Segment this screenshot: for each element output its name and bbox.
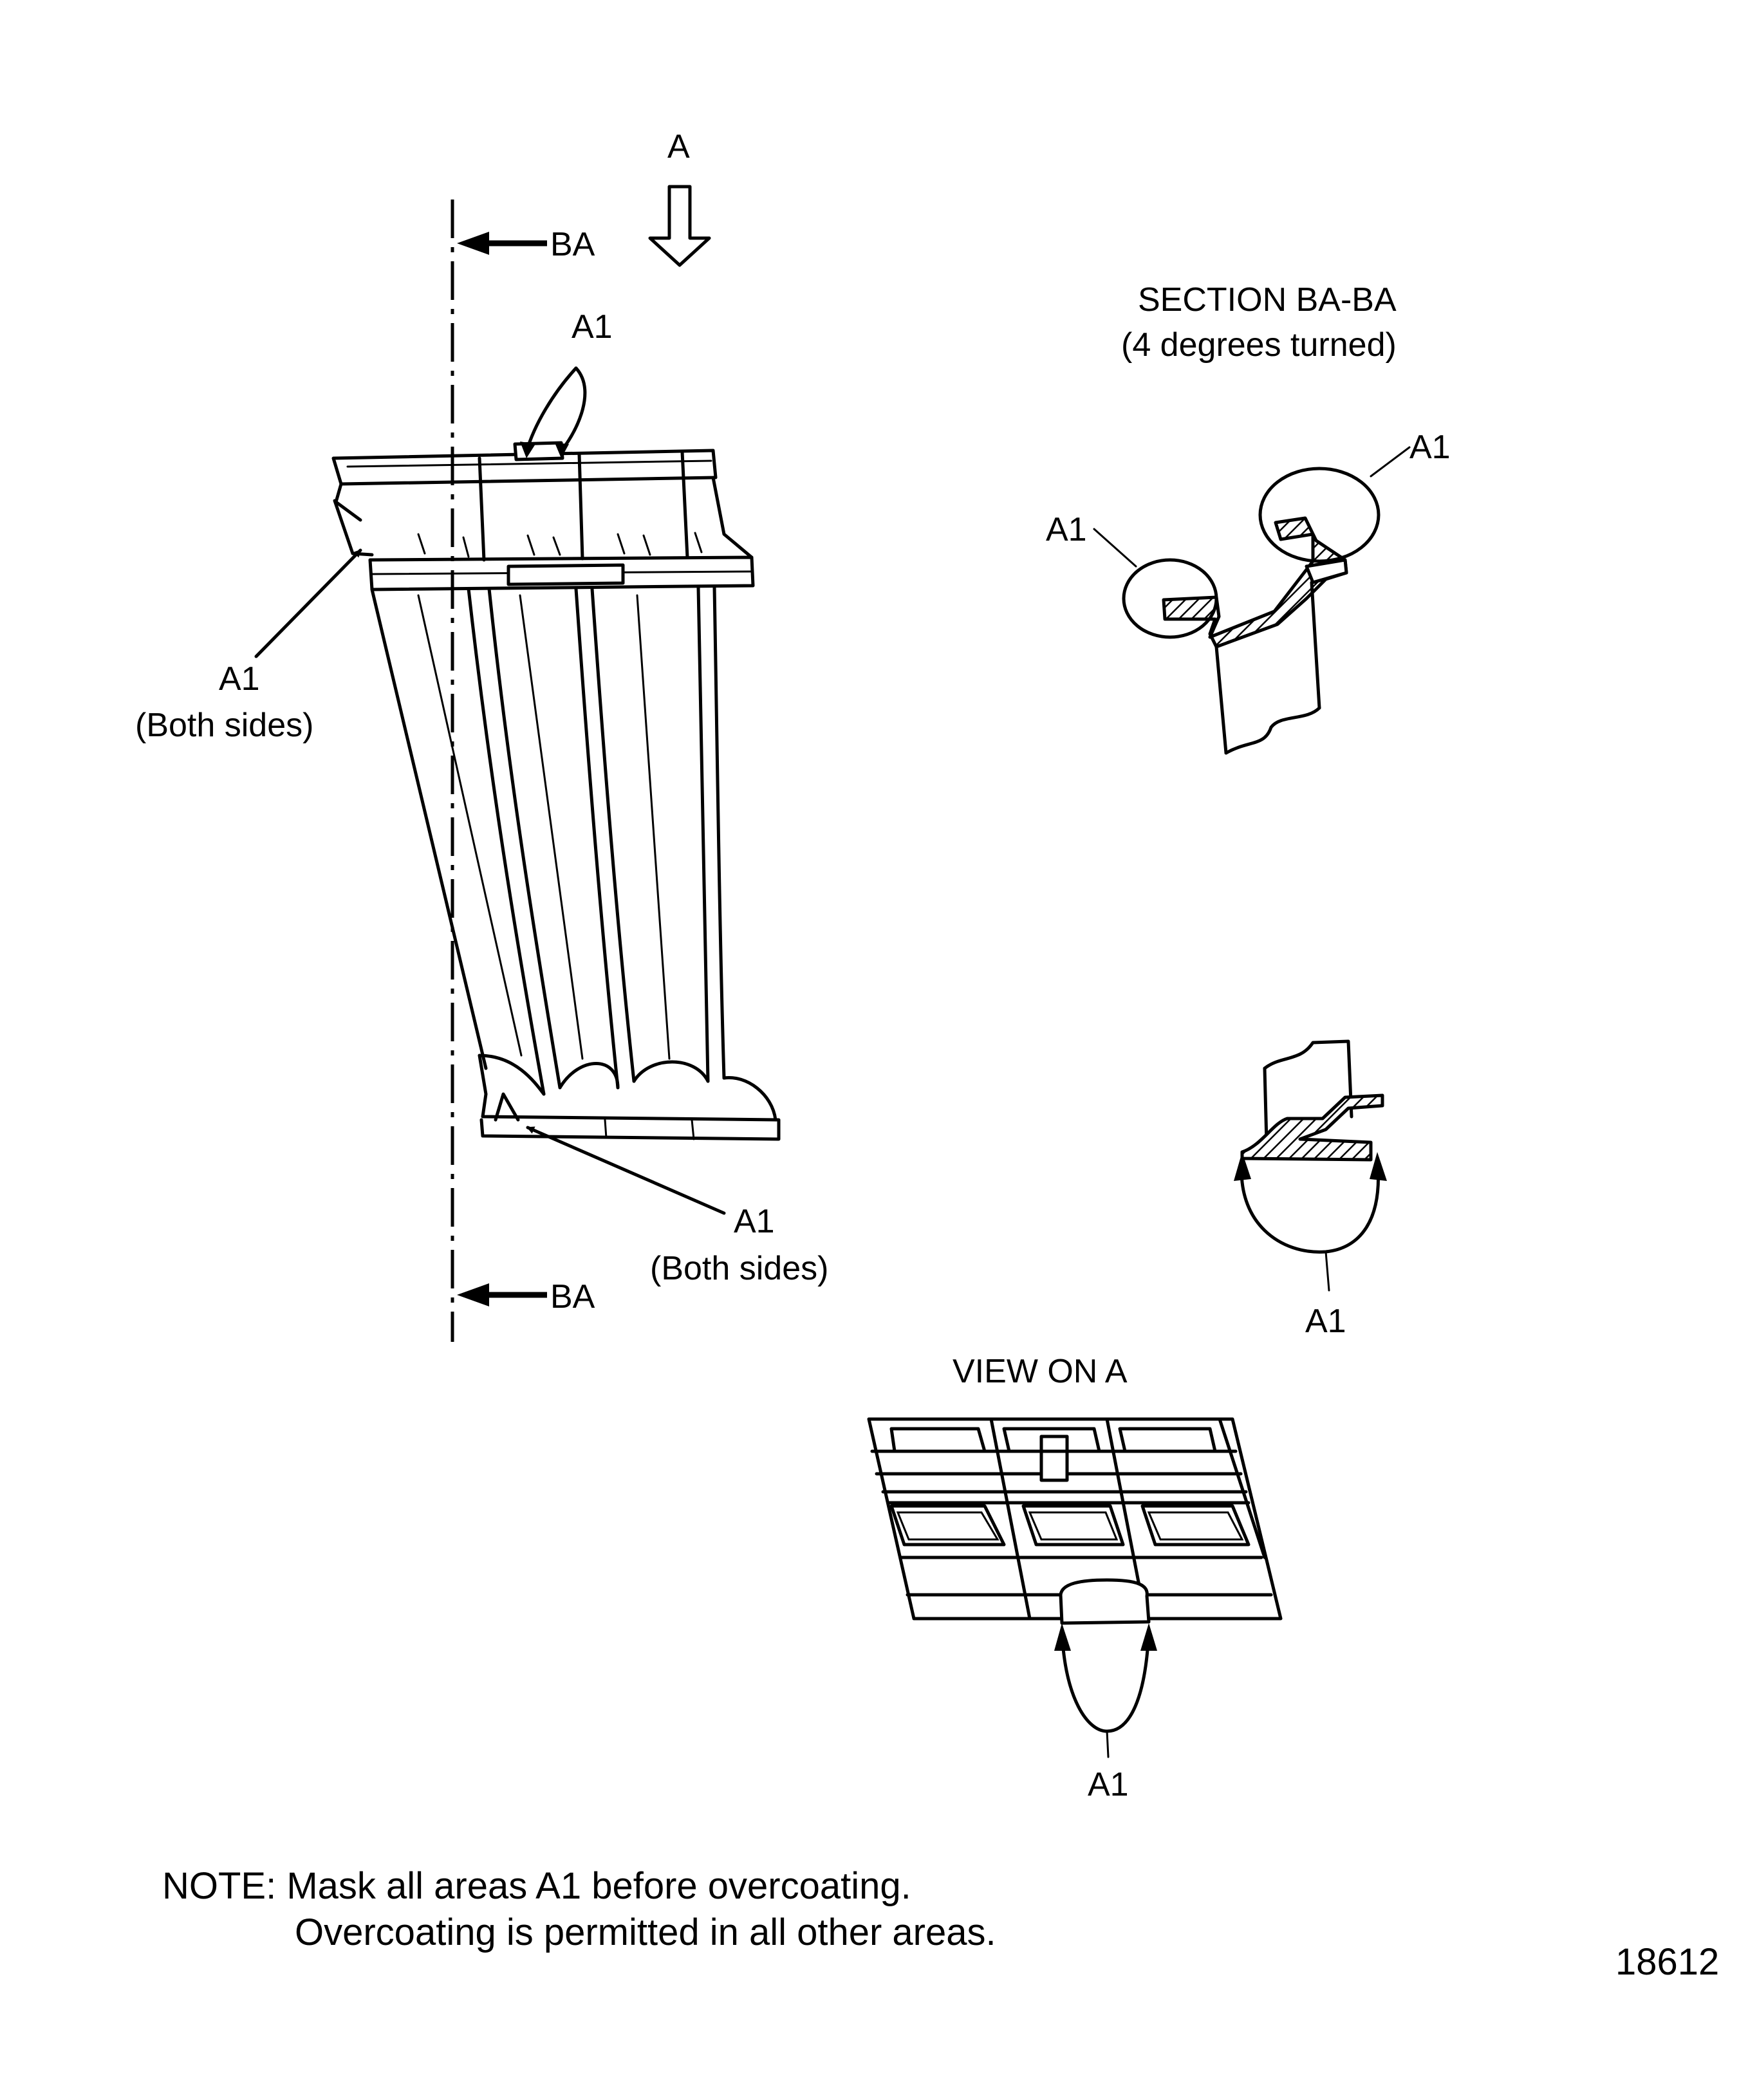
section-title: SECTION BA-BA — [1138, 281, 1397, 319]
section-label-bottom: BA — [550, 1278, 595, 1315]
section-label-top: BA — [550, 226, 595, 263]
view-arrow-icon — [648, 185, 711, 267]
view-a-drawing — [867, 1417, 1283, 1758]
note-line-2: Overcoating is permitted in all other ar… — [295, 1911, 996, 1953]
a1-bottom-leader — [526, 1126, 726, 1215]
view-arrow-label: A — [667, 128, 690, 165]
section-arrow-top — [457, 232, 547, 255]
note-line-1: NOTE: Mask all areas A1 before overcoati… — [162, 1865, 911, 1907]
section-ba-drawing — [1122, 467, 1380, 755]
a1-top-leader — [520, 366, 587, 458]
a1-left-label: A1 — [219, 660, 260, 698]
a1-left-leader — [254, 548, 362, 658]
section-subtitle: (4 degrees turned) — [1121, 326, 1397, 364]
a1-top-label: A1 — [572, 308, 613, 346]
lower-section-a1-label: A1 — [1305, 1303, 1346, 1340]
section-arrow-bottom — [457, 1283, 547, 1306]
figure-number: 18612 — [1615, 1941, 1719, 1983]
a1-bottom-sublabel: (Both sides) — [650, 1250, 828, 1287]
view-title: VIEW ON A — [953, 1353, 1128, 1390]
a1-bottom-label: A1 — [734, 1203, 775, 1240]
section-a1-left-label: A1 — [1046, 511, 1087, 548]
section-a1-left-leader — [1093, 528, 1137, 568]
a1-left-sublabel: (Both sides) — [135, 707, 313, 744]
section-a1-right-leader — [1370, 446, 1411, 478]
view-a1-label: A1 — [1088, 1766, 1129, 1803]
vane-segment-drawing — [331, 441, 781, 1141]
lower-section-drawing — [1234, 1039, 1387, 1292]
section-a1-right-label: A1 — [1409, 429, 1451, 466]
